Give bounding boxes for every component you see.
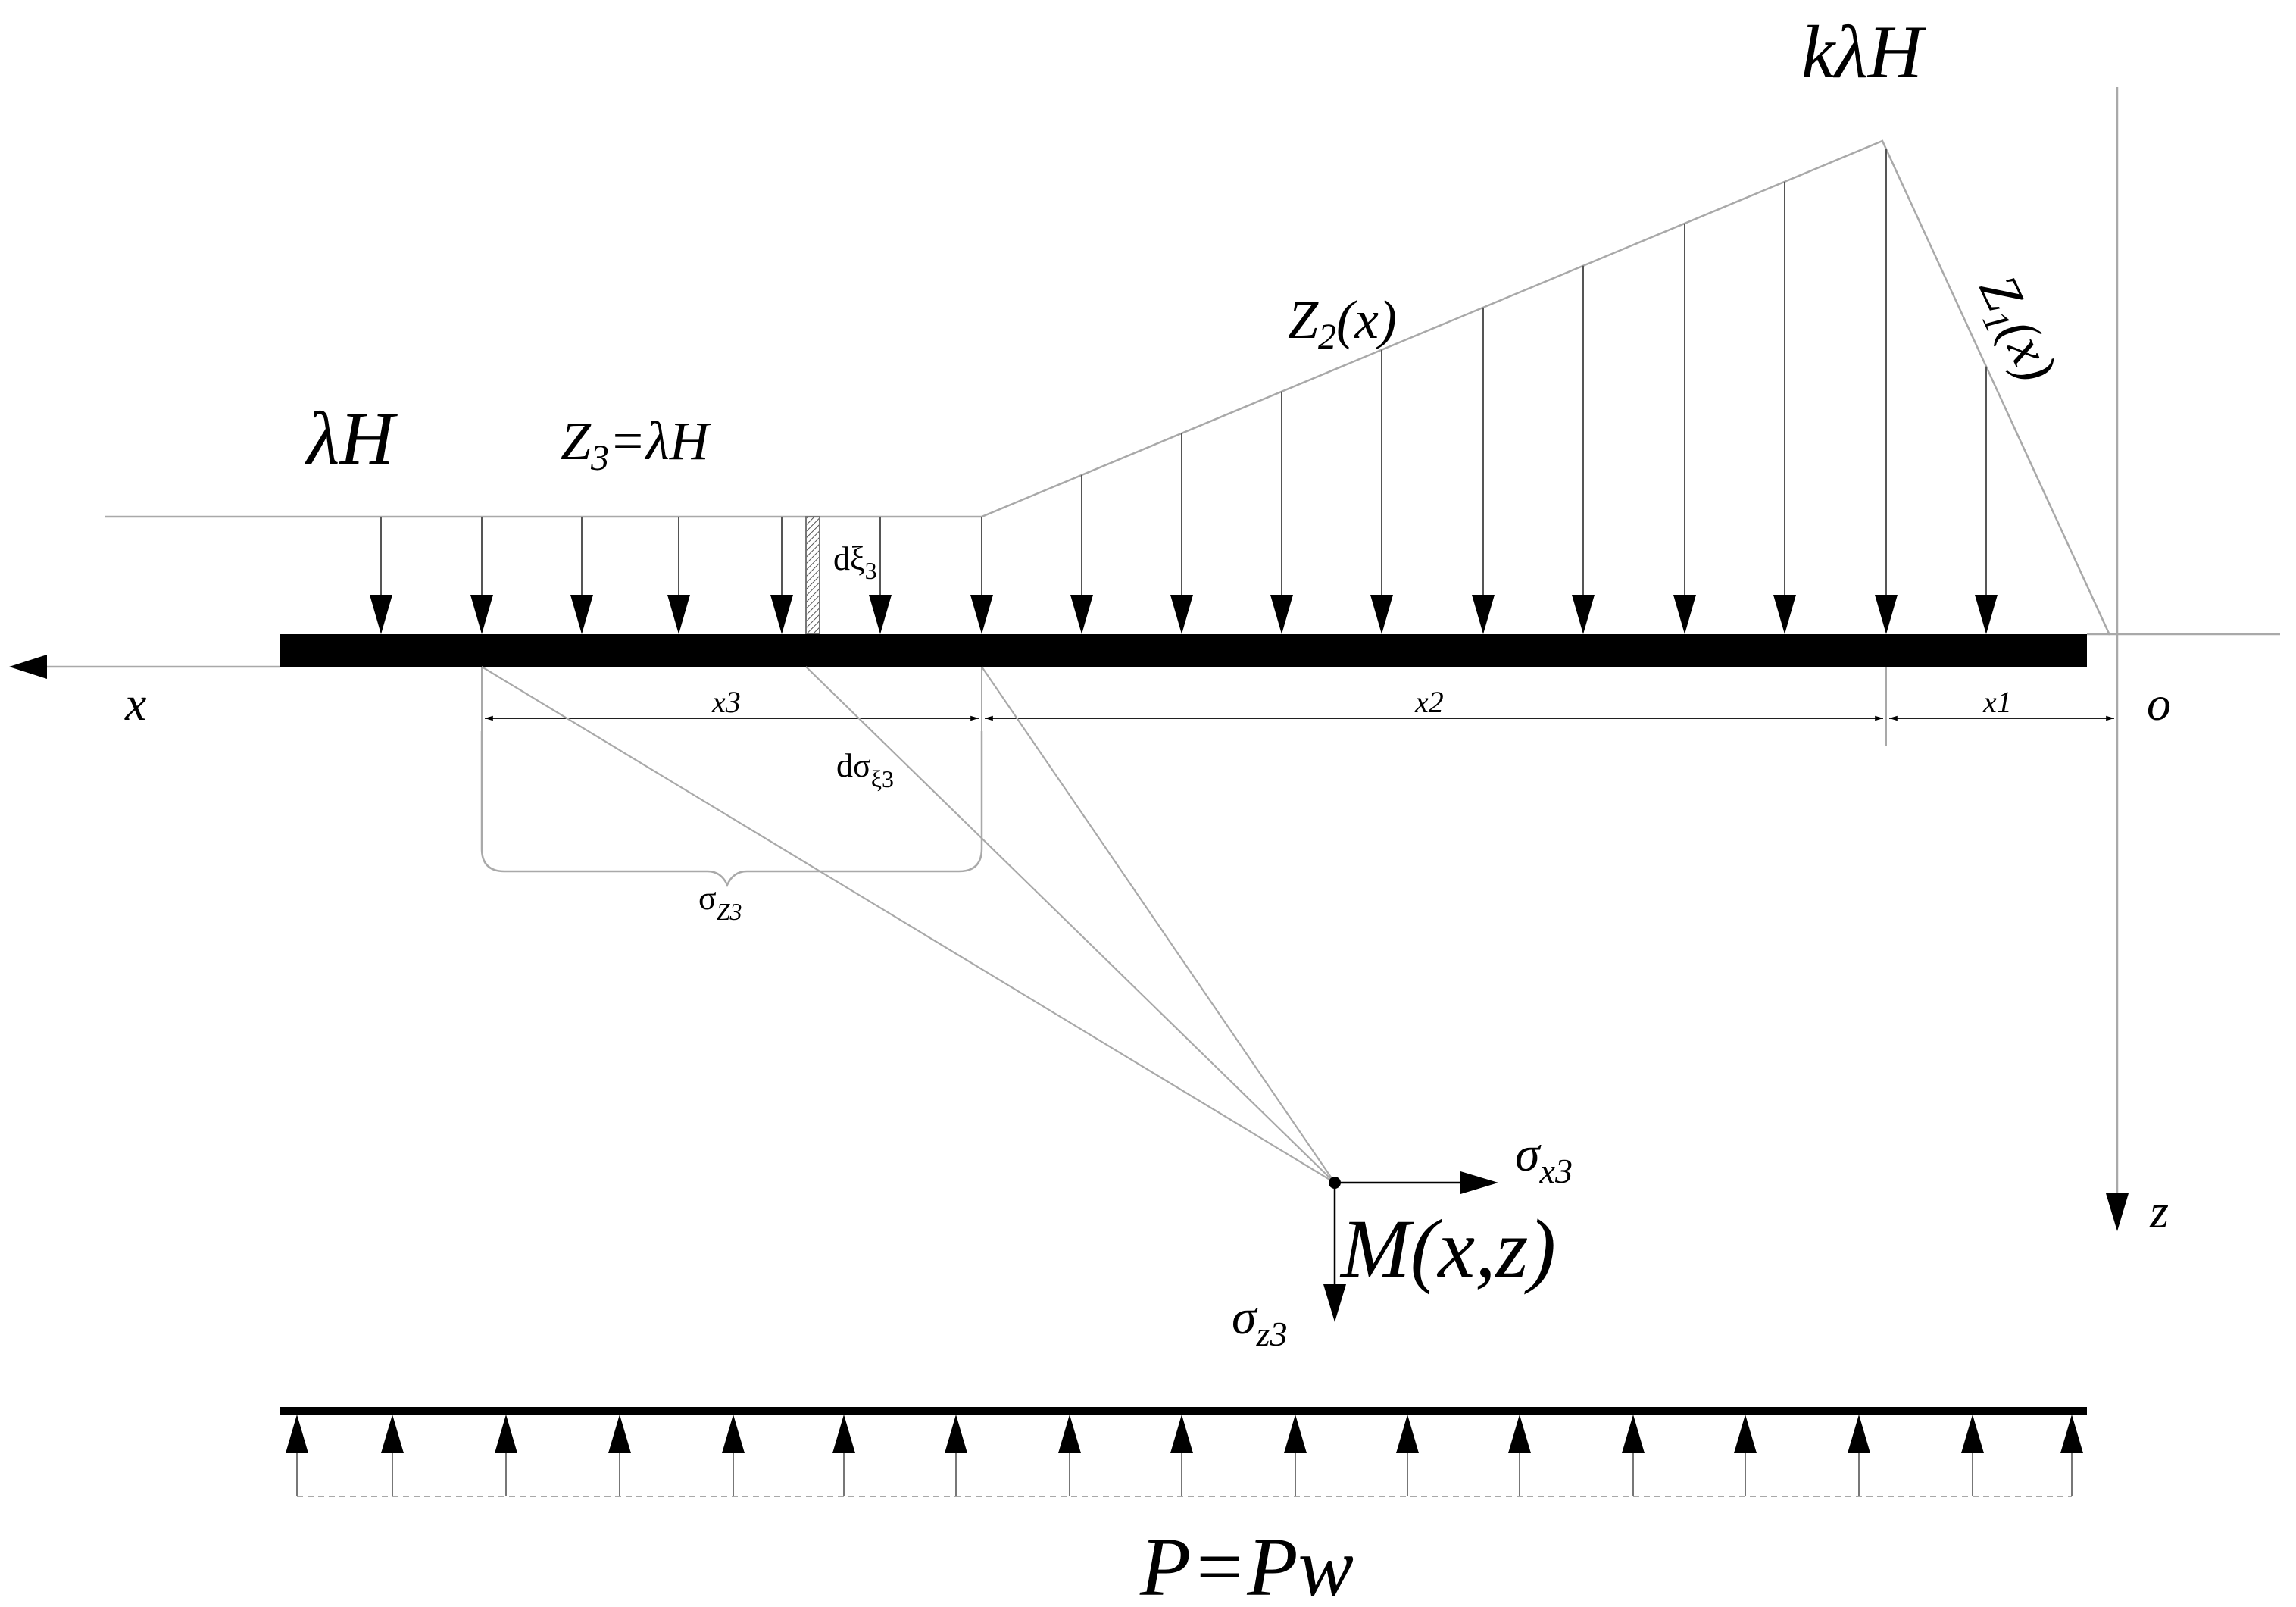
sigma-z3-brace <box>480 731 983 888</box>
load-arrow-head <box>970 595 993 634</box>
load-arrow-head <box>570 595 593 634</box>
load-arrow-head <box>770 595 793 634</box>
d-xi3-element <box>805 516 820 635</box>
load-arrow-head <box>869 595 892 634</box>
distributed-load-arrows <box>370 149 1998 634</box>
label-x-axis: x <box>124 677 146 730</box>
label-pressure: P=Pw <box>1139 1521 1354 1607</box>
label-z-axis: z <box>2149 1184 2169 1238</box>
label-d-xi3: dξ3 <box>833 540 877 584</box>
bottom-plate <box>280 1407 2087 1415</box>
label-z2: Z2(x) <box>1288 289 1397 357</box>
z-axis-arrowhead <box>2106 1193 2129 1231</box>
uplift-arrow-head <box>1170 1415 1193 1453</box>
load-outline <box>105 139 2111 636</box>
load-arrow-head <box>1070 595 1093 634</box>
sigma-x3-arrowhead <box>1460 1171 1498 1194</box>
label-d-sigma-xi3: dσξ3 <box>836 747 894 793</box>
label-dim-x2: x2 <box>1414 685 1444 719</box>
label-sigma-x3: σx3 <box>1515 1127 1573 1190</box>
label-k-lambda-h: kλH <box>1801 10 1926 94</box>
load-arrow-head <box>1975 595 1998 634</box>
load-arrow-head <box>1370 595 1393 634</box>
x-axis-arrowhead <box>9 655 47 679</box>
uplift-arrow-head <box>2060 1415 2083 1453</box>
label-sigma-z3-brace: σZ3 <box>698 880 742 925</box>
sigma-z3-arrowhead <box>1323 1284 1346 1322</box>
uplift-arrow-head <box>1961 1415 1984 1453</box>
label-lambda-h: λH <box>305 396 398 480</box>
uplift-arrow-head <box>286 1415 308 1453</box>
load-arrow-head <box>1270 595 1293 634</box>
label-z3: Z3=λH <box>561 411 712 478</box>
uplift-arrow-head <box>1734 1415 1757 1453</box>
uplift-arrow-head <box>1508 1415 1531 1453</box>
influence-lines <box>481 666 1335 1183</box>
uplift-pressure-arrows <box>286 1415 2083 1496</box>
uplift-arrow-head <box>832 1415 855 1453</box>
load-arrow-head <box>1170 595 1193 634</box>
load-arrow-head <box>667 595 690 634</box>
uplift-arrow-head <box>608 1415 631 1453</box>
label-dim-x1: x1 <box>1982 685 2012 719</box>
uplift-arrow-head <box>1848 1415 1870 1453</box>
load-arrow-head <box>1875 595 1898 634</box>
uplift-arrow-head <box>1058 1415 1081 1453</box>
load-arrow-head <box>1673 595 1696 634</box>
label-m: M(x,z) <box>1339 1202 1556 1295</box>
foundation-beam <box>280 634 2087 667</box>
uplift-arrow-head <box>495 1415 517 1453</box>
label-dim-x3: x3 <box>711 685 741 719</box>
load-arrow-head <box>1472 595 1495 634</box>
label-sigma-z3: σz3 <box>1232 1290 1287 1353</box>
uplift-arrow-head <box>1396 1415 1419 1453</box>
uplift-arrow-head <box>381 1415 404 1453</box>
load-arrow-head <box>370 595 392 634</box>
load-arrow-head <box>470 595 493 634</box>
uplift-arrow-head <box>1284 1415 1307 1453</box>
uplift-arrow-head <box>1622 1415 1645 1453</box>
label-z1: Z1(x) <box>1961 266 2069 393</box>
load-arrow-head <box>1773 595 1796 634</box>
label-origin: o <box>2147 677 2171 730</box>
load-arrow-head <box>1572 595 1595 634</box>
uplift-arrow-head <box>722 1415 745 1453</box>
uplift-arrow-head <box>945 1415 967 1453</box>
